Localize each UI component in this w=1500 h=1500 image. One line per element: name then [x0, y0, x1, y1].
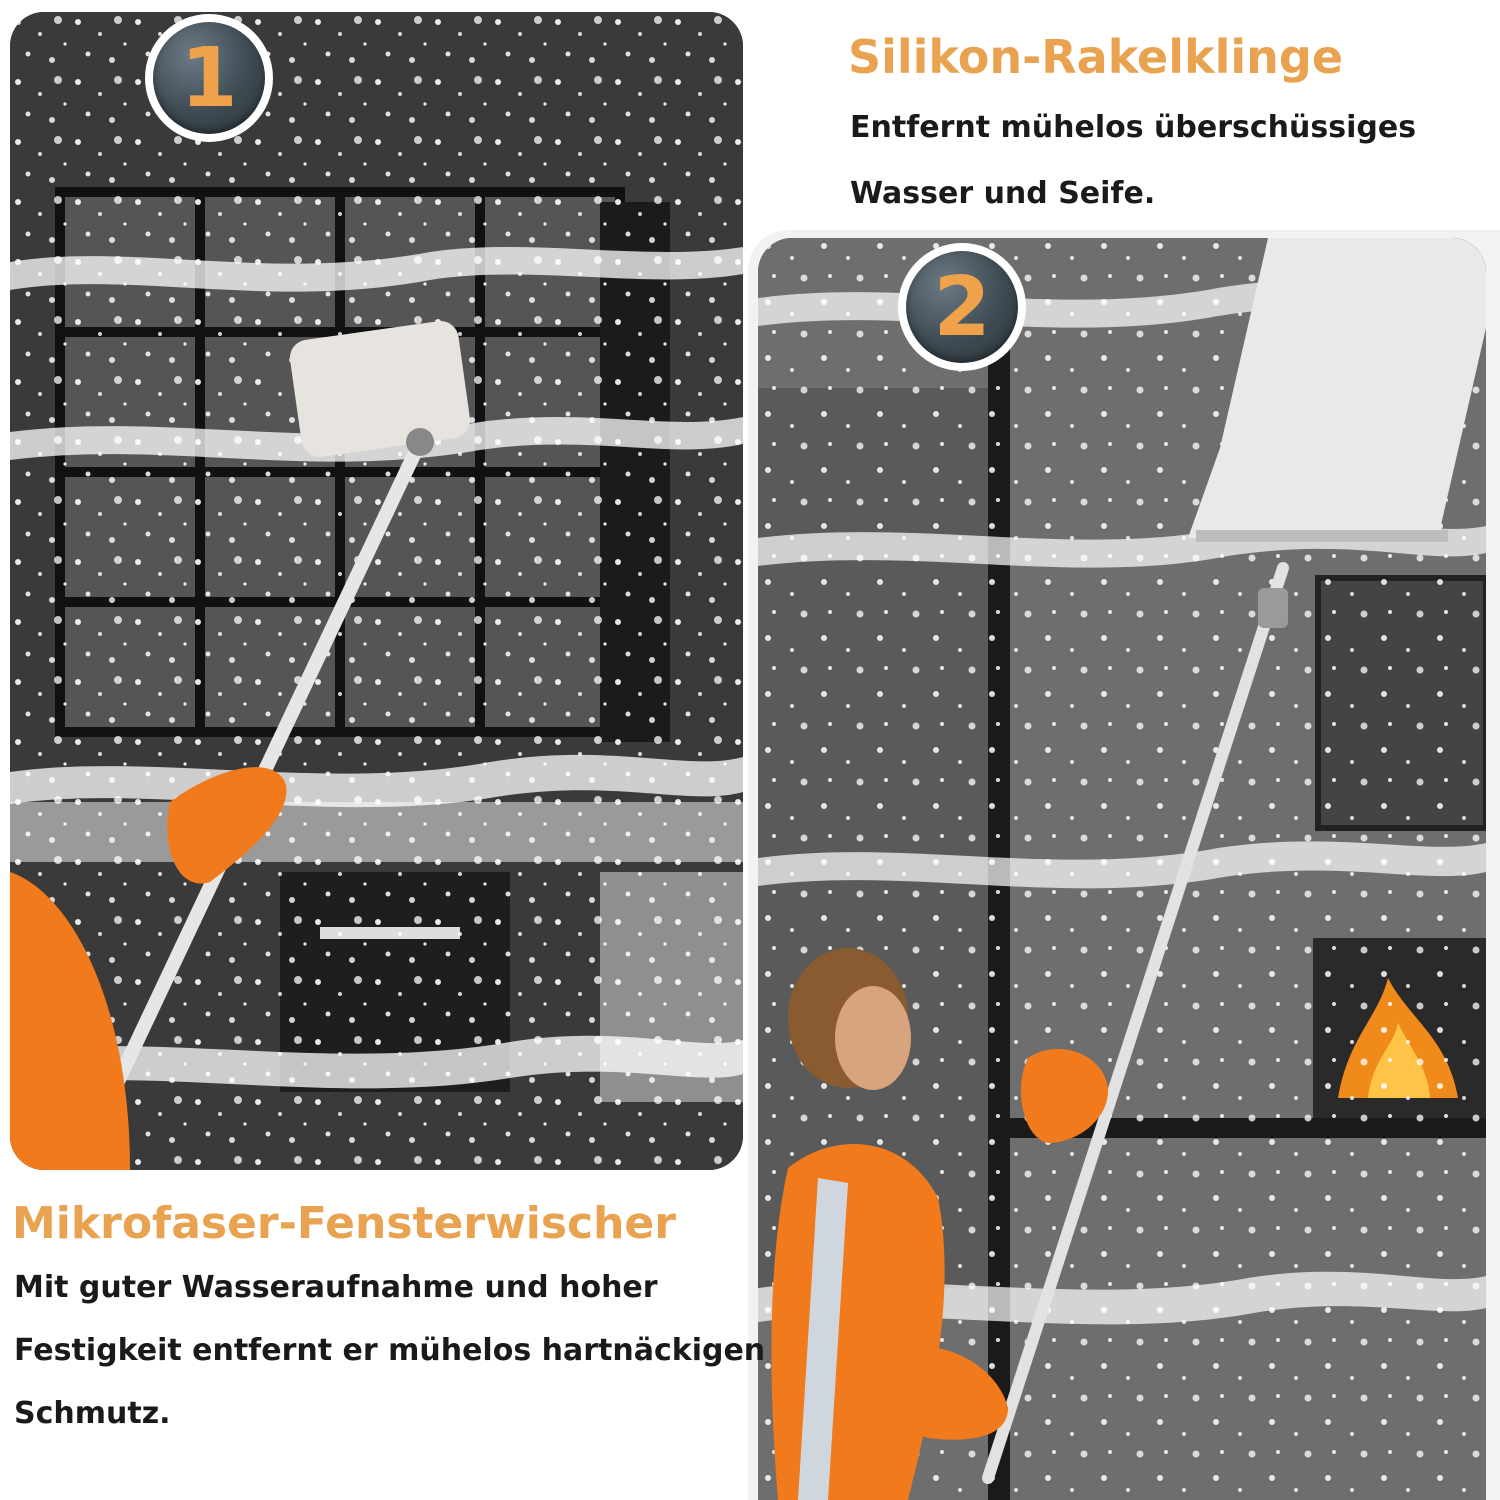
photo-scene-1 — [10, 12, 743, 1170]
squeegee-title: Silikon-Rakelklinge — [848, 30, 1344, 84]
microfiber-desc-line-3: Schmutz. — [14, 1396, 171, 1431]
step-1-number: 1 — [153, 22, 265, 134]
step-2-number: 2 — [906, 251, 1018, 363]
photo-silicone-squeegee — [758, 238, 1486, 1500]
step-2-badge: 2 — [898, 243, 1026, 371]
microfiber-desc-line-2: Festigkeit entfernt er mühelos hartnäcki… — [14, 1333, 766, 1368]
squeegee-desc-line-2: Wasser und Seife. — [850, 176, 1156, 211]
microfiber-desc-line-1: Mit guter Wasseraufnahme und hoher — [14, 1270, 658, 1305]
squeegee-desc-line-1: Entfernt mühelos überschüssiges — [850, 110, 1417, 145]
microfiber-title: Mikrofaser-Fensterwischer — [12, 1198, 676, 1249]
photo-microfiber-washer — [10, 12, 743, 1170]
step-1-badge: 1 — [145, 14, 273, 142]
photo-scene-2 — [758, 238, 1486, 1500]
